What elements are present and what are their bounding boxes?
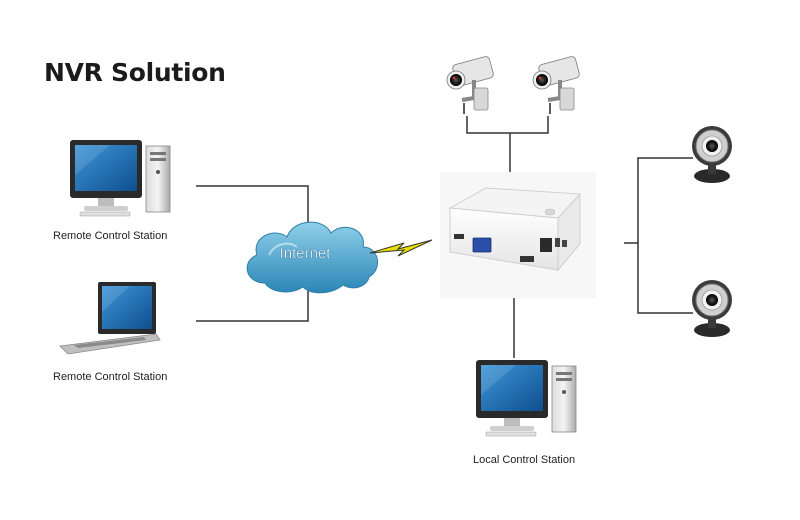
webcam-bus [637, 157, 693, 314]
cctv-camera-icon [446, 56, 494, 114]
page-title: NVR Solution [44, 58, 226, 87]
remote-1-link [196, 185, 309, 222]
desktop-computer-icon [476, 360, 577, 437]
cloud-icon [246, 221, 378, 294]
local-station-label: Local Control Station [473, 454, 576, 466]
lightning-link-icon [369, 239, 433, 257]
laptop-icon [59, 282, 161, 355]
internet-label: Internet [280, 245, 332, 262]
connection-lines [196, 116, 693, 358]
desktop-computer-icon [70, 140, 171, 217]
remote-station-label: Remote Control Station [53, 371, 168, 383]
webcam-icon [692, 126, 732, 183]
remote-2-link [196, 286, 309, 322]
remote-station-label: Remote Control Station [53, 230, 168, 242]
webcam-icon [692, 280, 732, 337]
camera-link [466, 116, 549, 134]
nvr-device-icon [440, 172, 596, 298]
cctv-camera-icon [532, 56, 580, 114]
